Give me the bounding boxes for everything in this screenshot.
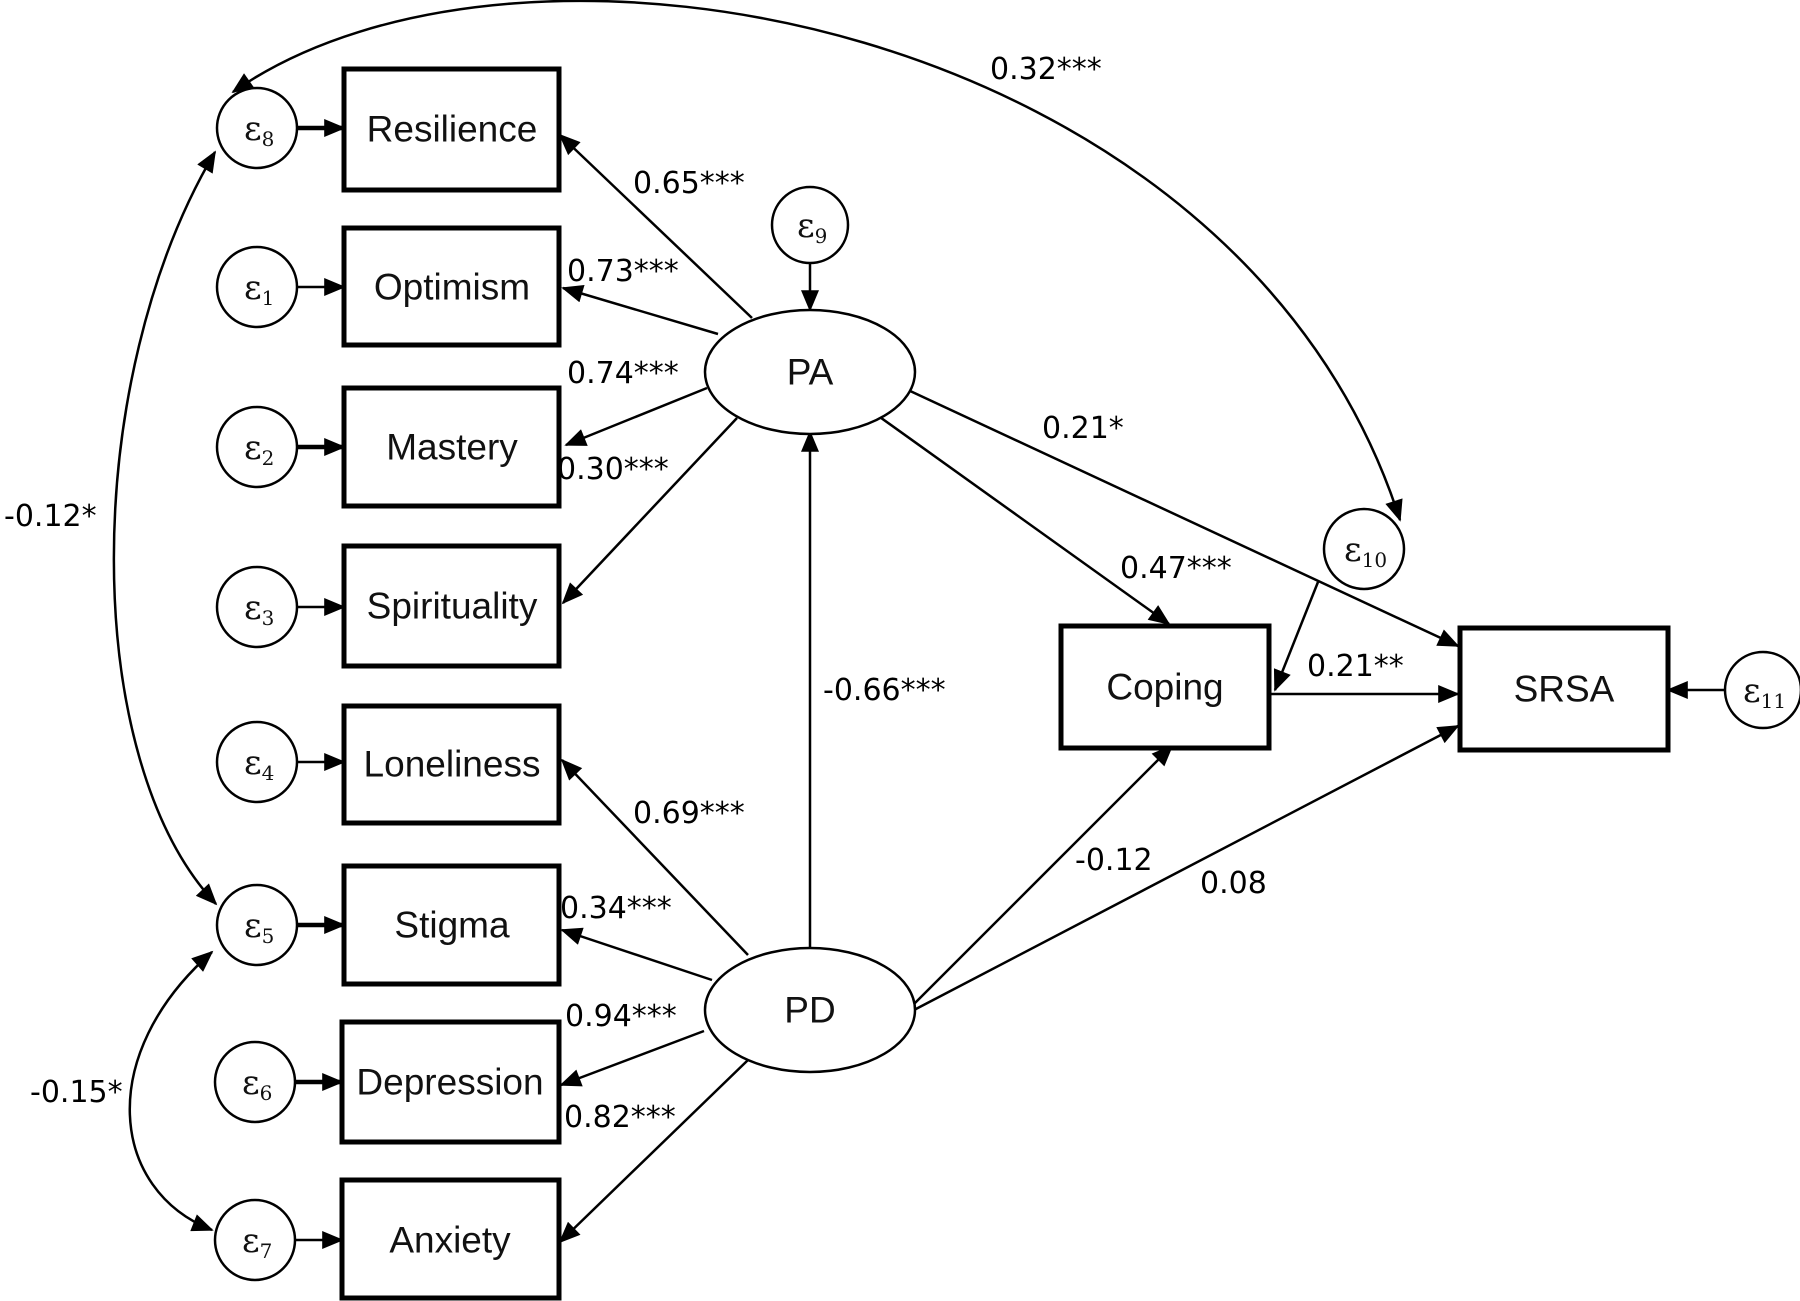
coef-pa-resilience: 0.65***	[633, 166, 745, 201]
label-anxiety: Anxiety	[389, 1220, 511, 1261]
coef-pd-srsa: 0.08	[1200, 866, 1267, 901]
error-e1: ε1	[215, 245, 299, 329]
coef-pd-stigma: 0.34***	[560, 891, 672, 926]
error-e9-label: ε9	[797, 206, 827, 248]
node-srsa	[1457, 625, 1671, 753]
error-e2-label: ε2	[244, 428, 274, 470]
coef-pa-coping: 0.47***	[1120, 551, 1232, 586]
node-loneliness	[341, 703, 562, 826]
error-e11: ε11	[1723, 650, 1800, 730]
path-pa-optimism	[561, 285, 719, 336]
coef-e5-e7: -0.15*	[30, 1075, 123, 1110]
label-stigma: Stigma	[394, 905, 510, 946]
error-e8: ε8	[215, 86, 299, 170]
path-pd-coping	[913, 744, 1174, 1005]
node-pa	[703, 308, 917, 436]
cov-e8-e10	[231, 0, 1403, 522]
coef-coping-srsa: 0.21**	[1307, 649, 1404, 684]
path-pa-resilience	[558, 133, 753, 319]
path-e10-coping	[1273, 581, 1320, 692]
node-coping	[1058, 623, 1272, 751]
coef-pd-depression: 0.94***	[565, 999, 677, 1034]
error-e6-label: ε6	[242, 1063, 272, 1105]
path-pd-depression	[559, 1029, 705, 1087]
error-e10: ε10	[1322, 507, 1406, 591]
path-pd-srsa	[913, 724, 1460, 1012]
label-optimism: Optimism	[374, 267, 530, 308]
label-loneliness: Loneliness	[364, 744, 541, 785]
error-e3-label: ε3	[244, 588, 274, 630]
label-mastery: Mastery	[386, 427, 518, 468]
coef-pa-srsa: 0.21*	[1042, 411, 1124, 446]
path-pa-mastery	[564, 386, 708, 447]
error-e7-label: ε7	[242, 1221, 272, 1263]
label-spirituality: Spirituality	[367, 586, 538, 627]
path-pd-loneliness	[560, 758, 749, 956]
error-e1-label: ε1	[244, 268, 274, 310]
error-e11-label: ε11	[1743, 671, 1786, 713]
label-coping: Coping	[1106, 667, 1223, 708]
error-e10-label: ε10	[1344, 530, 1387, 572]
label-resilience: Resilience	[367, 109, 538, 150]
label-pa: PA	[787, 352, 834, 393]
error-e5: ε5	[215, 883, 299, 967]
coef-e8-e5: -0.12*	[4, 499, 97, 534]
node-depression	[339, 1019, 562, 1145]
error-e6: ε6	[213, 1040, 297, 1124]
error-e4-label: ε4	[244, 743, 274, 785]
coef-pd-loneliness: 0.69***	[633, 796, 745, 831]
node-optimism	[341, 225, 562, 348]
node-resilience	[341, 66, 562, 193]
node-pd	[703, 946, 917, 1074]
error-e3: ε3	[215, 565, 299, 649]
coef-pa-mastery: 0.74***	[567, 356, 679, 391]
error-e2: ε2	[215, 405, 299, 489]
node-mastery	[341, 385, 562, 509]
label-depression: Depression	[356, 1062, 543, 1103]
coef-pd-coping: -0.12	[1075, 843, 1153, 878]
coef-pd-anxiety: 0.82***	[564, 1100, 676, 1135]
label-pd: PD	[784, 990, 835, 1031]
cov-e8-e5	[112, 150, 218, 906]
error-e7: ε7	[213, 1198, 297, 1282]
label-srsa: SRSA	[1514, 669, 1615, 710]
cov-e5-e7	[128, 950, 214, 1232]
error-e9: ε9	[770, 185, 850, 265]
error-e5-label: ε5	[244, 906, 274, 948]
coef-pa-spirituality: 0.30***	[557, 452, 669, 487]
coef-pa-optimism: 0.73***	[567, 254, 679, 289]
error-e8-label: ε8	[244, 109, 274, 151]
path-pd-anxiety	[558, 1059, 749, 1244]
coef-pd-pa: -0.66***	[823, 673, 946, 708]
node-stigma	[341, 863, 562, 987]
error-e4: ε4	[215, 720, 299, 804]
node-spirituality	[341, 543, 562, 669]
path-pd-stigma	[560, 927, 713, 982]
path-pa-spirituality	[561, 417, 738, 605]
node-anxiety	[339, 1177, 562, 1301]
coef-e8-e10: 0.32***	[990, 52, 1102, 87]
